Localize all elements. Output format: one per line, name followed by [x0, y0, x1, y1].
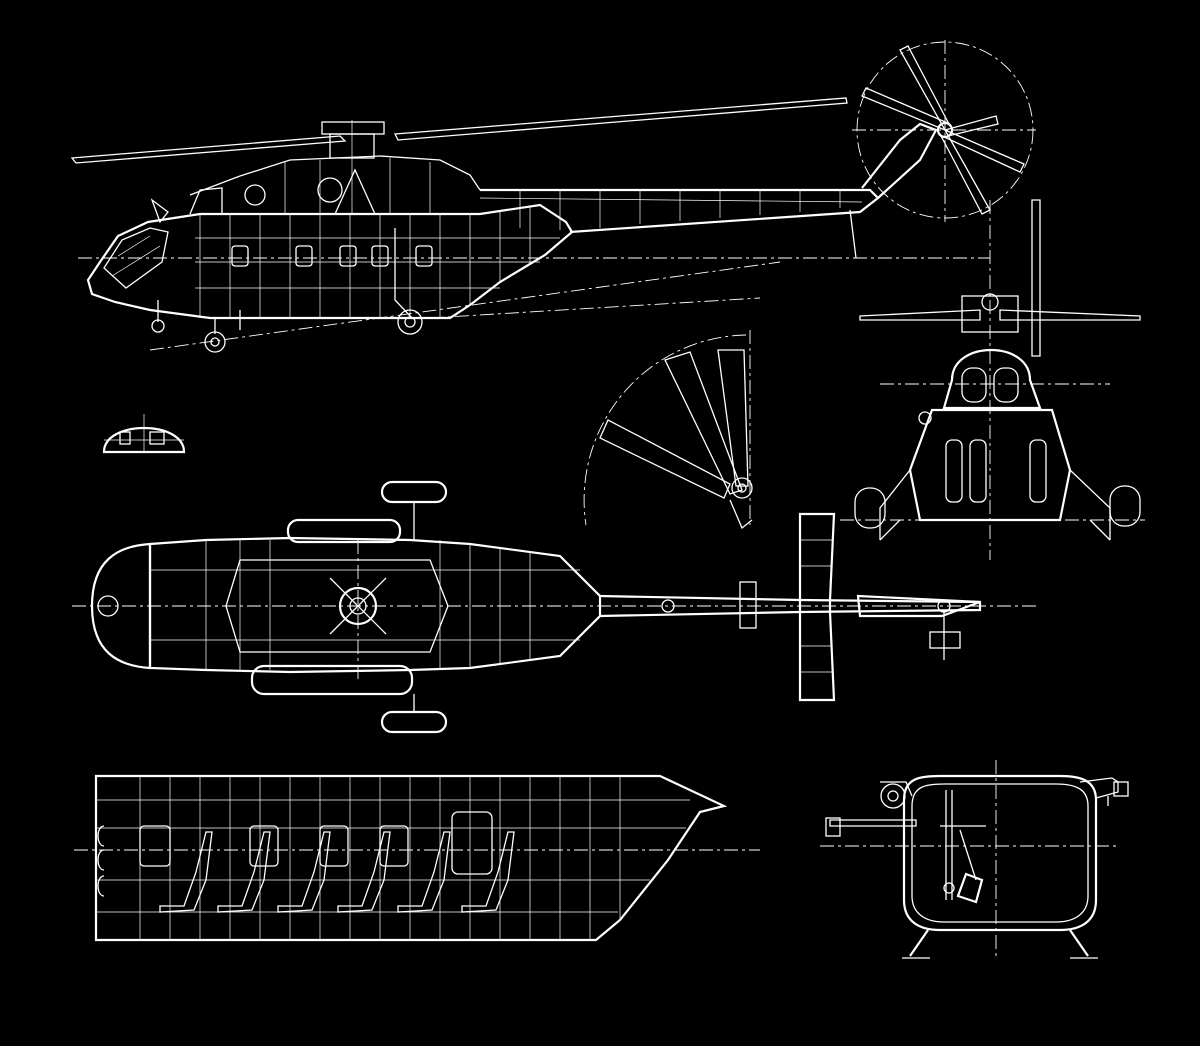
tail-rotor-detail	[583, 330, 753, 530]
canopy-section	[102, 414, 186, 454]
cabin-section	[74, 774, 760, 942]
front-view	[840, 199, 1145, 560]
top-view	[72, 480, 1040, 734]
side-view	[70, 40, 1036, 353]
fuselage-cross-section	[820, 760, 1129, 960]
